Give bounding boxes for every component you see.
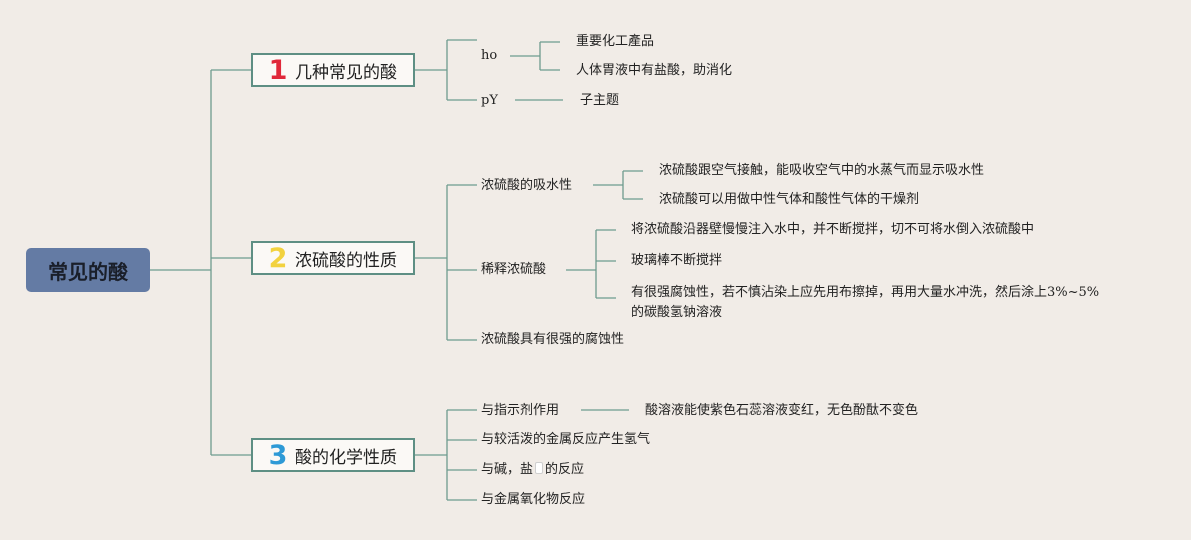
topic-absorb-detail-2[interactable]: 浓硫酸可以用做中性气体和酸性气体的干燥剂: [659, 192, 920, 207]
number-1-icon: 1: [268, 54, 288, 86]
topic-subtopic[interactable]: 子主题: [580, 93, 620, 108]
topic-indicator[interactable]: 与指示剂作用: [481, 403, 560, 418]
topic-dilute-detail-1[interactable]: 将浓硫酸沿器壁慢慢注入水中，并不断搅拌，切不可将水倒入浓硫酸中: [631, 222, 1035, 237]
topic-active-metal[interactable]: 与较活泼的金属反应产生氢气: [481, 432, 651, 447]
topic-ho[interactable]: ho: [481, 48, 498, 63]
topic-absorb-detail-1[interactable]: 浓硫酸跟空气接触，能吸收空气中的水蒸气而显示吸水性: [659, 163, 985, 178]
branch-label: 浓硫酸的性质: [295, 250, 397, 271]
note-icon[interactable]: [535, 462, 544, 474]
root-topic[interactable]: 常见的酸: [26, 248, 150, 292]
topic-indicator-detail[interactable]: 酸溶液能使紫色石蕊溶液变红，无色酚酞不变色: [645, 403, 919, 418]
topic-important-chemical[interactable]: 重要化工產品: [576, 34, 655, 49]
reaction-text: 的反应: [545, 462, 585, 477]
detail-text-cont: 的碳酸氢钠溶液: [631, 305, 723, 320]
percent-range: 3%~5%: [1047, 285, 1100, 300]
base-salt-text: 与碱，盐: [481, 462, 534, 477]
topic-base-salt[interactable]: 与碱，盐的反应: [481, 462, 584, 478]
topic-stomach-acid[interactable]: 人体胃液中有盐酸，助消化: [576, 63, 733, 78]
topic-dilute[interactable]: 稀释浓硫酸: [481, 262, 547, 277]
branch-chemical-properties[interactable]: 3 酸的化学性质: [251, 438, 415, 472]
branch-label: 酸的化学性质: [295, 447, 397, 468]
number-2-icon: 2: [268, 242, 288, 274]
branch-label: 几种常见的酸: [295, 62, 397, 83]
detail-text: 有很强腐蚀性，若不慎沾染上应先用布擦掉，再用大量水冲洗，然后涂上: [631, 285, 1048, 300]
topic-corrosive[interactable]: 浓硫酸具有很强的腐蚀性: [481, 332, 625, 347]
topic-metal-oxide[interactable]: 与金属氧化物反应: [481, 492, 586, 507]
number-3-icon: 3: [268, 439, 288, 471]
topic-dilute-detail-3[interactable]: 有很强腐蚀性，若不慎沾染上应先用布擦掉，再用大量水冲洗，然后涂上3%~5% 的碳…: [631, 283, 1099, 323]
branch-common-acids[interactable]: 1 几种常见的酸: [251, 53, 415, 87]
topic-dilute-detail-2[interactable]: 玻璃棒不断搅拌: [631, 253, 723, 268]
topic-water-absorption[interactable]: 浓硫酸的吸水性: [481, 178, 573, 193]
branch-sulfuric-properties[interactable]: 2 浓硫酸的性质: [251, 241, 415, 275]
topic-py[interactable]: pY: [481, 93, 498, 108]
